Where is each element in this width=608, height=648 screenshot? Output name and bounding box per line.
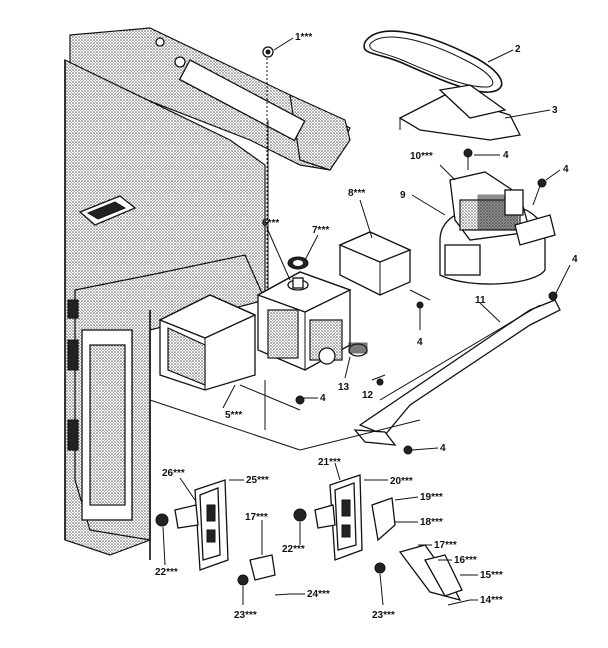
left-interlock-assembly [155,479,291,596]
callout-24: 24*** [307,589,330,600]
callout-4f: 4 [440,443,446,454]
screw-icon [262,46,274,58]
callout-14: 14*** [480,595,503,606]
callout-4a: 4 [503,150,509,161]
callout-25: 25*** [246,475,269,486]
air-duct [338,231,412,296]
magnetron-cover [158,294,257,391]
blower-motor-assembly [439,171,556,285]
callout-7: 7*** [312,225,329,236]
callout-8: 8*** [348,188,365,199]
cabinet-chassis [64,27,351,560]
thermal-protector [348,342,368,357]
screw-icon [295,395,305,405]
callout-23a: 23*** [234,610,257,621]
callout-4c: 4 [572,254,578,265]
callout-11: 11 [475,295,486,306]
callout-3: 3 [552,105,558,116]
connection-lines [149,58,431,451]
callout-21: 21*** [318,457,341,468]
magnetron [256,271,352,371]
callout-17b: 17*** [434,540,457,551]
screw-icon [376,378,384,386]
callout-18: 18*** [420,517,443,528]
leader-lines [162,37,571,606]
callout-12: 12 [362,390,374,401]
callout-23b: 23*** [372,610,395,621]
screw-icon [532,178,547,206]
screw-icon [463,148,473,170]
drive-belt [363,30,503,93]
callout-1: 1*** [295,32,312,43]
callout-5: 5*** [225,410,242,421]
callout-15: 15*** [480,570,503,581]
callout-10: 10*** [410,151,433,162]
mounting-rail [353,299,561,446]
callout-26: 26*** [162,468,185,479]
screw-icon [416,301,424,330]
callout-16: 16*** [454,555,477,566]
callout-13: 13 [338,382,350,393]
callout-6: 6*** [262,218,279,229]
blower-bracket [398,84,521,141]
screws [262,46,558,455]
callout-19: 19*** [420,492,443,503]
callout-2: 2 [515,44,521,55]
callout-22a: 22*** [155,567,178,578]
right-interlock-assembly [293,474,471,606]
callout-labels: 1*** 2 3 4 4 4 4 4 4 5*** 6*** 7*** 8***… [155,32,578,621]
screw-icon [403,445,413,455]
antenna-gasket [287,256,309,270]
callout-4d: 4 [417,337,423,348]
callout-17a: 17*** [245,512,268,523]
callout-22b: 22*** [282,544,305,555]
callout-20: 20*** [390,476,413,487]
callout-4b: 4 [563,164,569,175]
callout-9: 9 [400,190,406,201]
callout-4e: 4 [320,393,326,404]
